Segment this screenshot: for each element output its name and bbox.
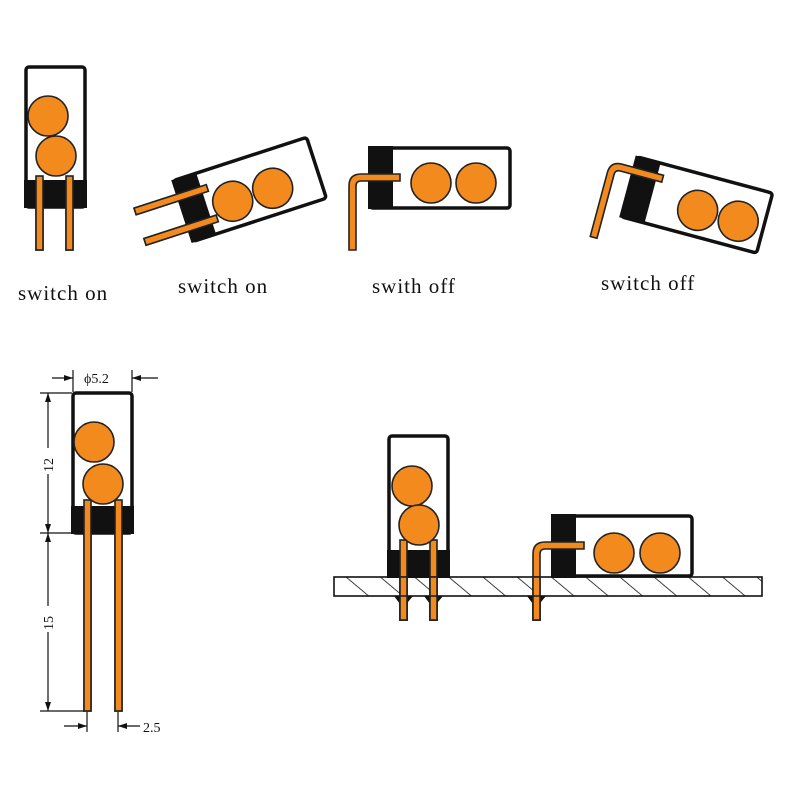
ball	[593, 532, 635, 574]
lead	[142, 214, 220, 247]
state-label-1: switch on	[18, 281, 108, 305]
state-label-4: switch off	[601, 271, 695, 295]
ball	[73, 421, 115, 463]
dimension-lead-pitch: 2.5	[143, 721, 161, 736]
state-label-3: swith off	[372, 274, 456, 298]
switch-horizontal-off	[348, 146, 512, 251]
ball	[251, 167, 294, 210]
ball	[82, 463, 124, 505]
lead	[348, 173, 401, 251]
lead	[65, 175, 74, 251]
lead	[532, 595, 541, 621]
dimension-lead-length: 15	[42, 616, 57, 630]
ball	[639, 532, 681, 574]
ball	[211, 180, 254, 223]
dimension-drawing: ϕ5.2 12 15 2.5	[40, 370, 161, 736]
lead	[133, 183, 210, 216]
dimension-body-length: 12	[42, 458, 57, 472]
lead	[399, 595, 408, 621]
dimension-diameter: ϕ5.2	[84, 372, 109, 387]
pcb-mounting-view	[333, 434, 763, 621]
switch-vertical-on	[24, 65, 87, 251]
ball	[398, 504, 440, 546]
ball	[676, 189, 719, 232]
lead	[35, 175, 44, 251]
ball	[717, 200, 760, 243]
lead	[114, 499, 123, 712]
switch-tilted-off	[589, 155, 774, 255]
state-label-2: switch on	[178, 274, 268, 298]
ball	[35, 135, 77, 177]
switch-cap	[387, 550, 450, 578]
ball	[410, 162, 452, 204]
pcb-board	[333, 576, 763, 597]
switch-cap	[71, 506, 134, 534]
ball	[455, 162, 497, 204]
lead	[83, 499, 92, 712]
lead	[429, 595, 438, 621]
ball	[27, 95, 69, 137]
ball	[391, 465, 433, 507]
lead	[589, 162, 665, 240]
switch-tilted-on	[133, 136, 328, 247]
switch-cap	[24, 180, 87, 208]
